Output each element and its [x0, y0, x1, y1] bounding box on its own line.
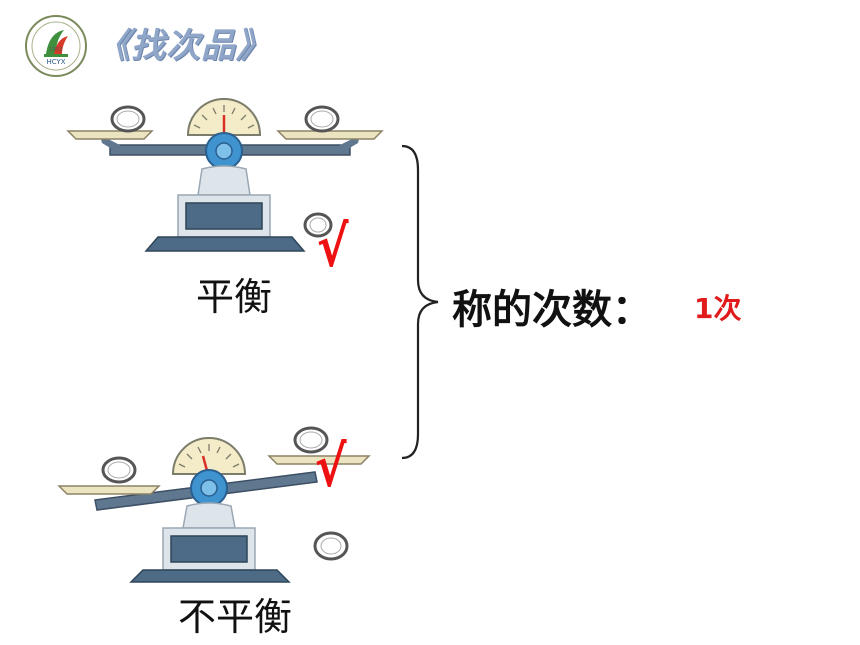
- right-pan: [276, 130, 384, 140]
- page-title: 《找次品》: [96, 26, 271, 66]
- curly-brace: [401, 144, 439, 460]
- weigh-count-label: 称的次数：: [452, 287, 652, 333]
- dial: [171, 437, 247, 475]
- right-pan: [267, 455, 371, 465]
- scale-display: [170, 535, 248, 563]
- scale-display: [185, 202, 263, 230]
- coin-outside: [313, 531, 349, 561]
- scale-base: [129, 569, 291, 583]
- unbalanced-label: 不平衡: [178, 595, 293, 639]
- left-pan: [66, 130, 154, 140]
- check-mark-unbalanced: √: [314, 435, 347, 500]
- logo-abbr: HCYX: [46, 58, 65, 66]
- weigh-count-value: 1次: [694, 292, 742, 325]
- check-mark-balanced: √: [316, 215, 349, 280]
- school-logo: HCYX 1952: [25, 15, 87, 77]
- balanced-scale: [66, 98, 384, 252]
- logo-year: 1952: [50, 47, 63, 53]
- balanced-label: 平衡: [196, 275, 273, 319]
- unbalanced-scale: [57, 426, 371, 583]
- left-pan: [57, 485, 161, 495]
- scale-base: [144, 236, 306, 252]
- coin-outside: [303, 212, 333, 238]
